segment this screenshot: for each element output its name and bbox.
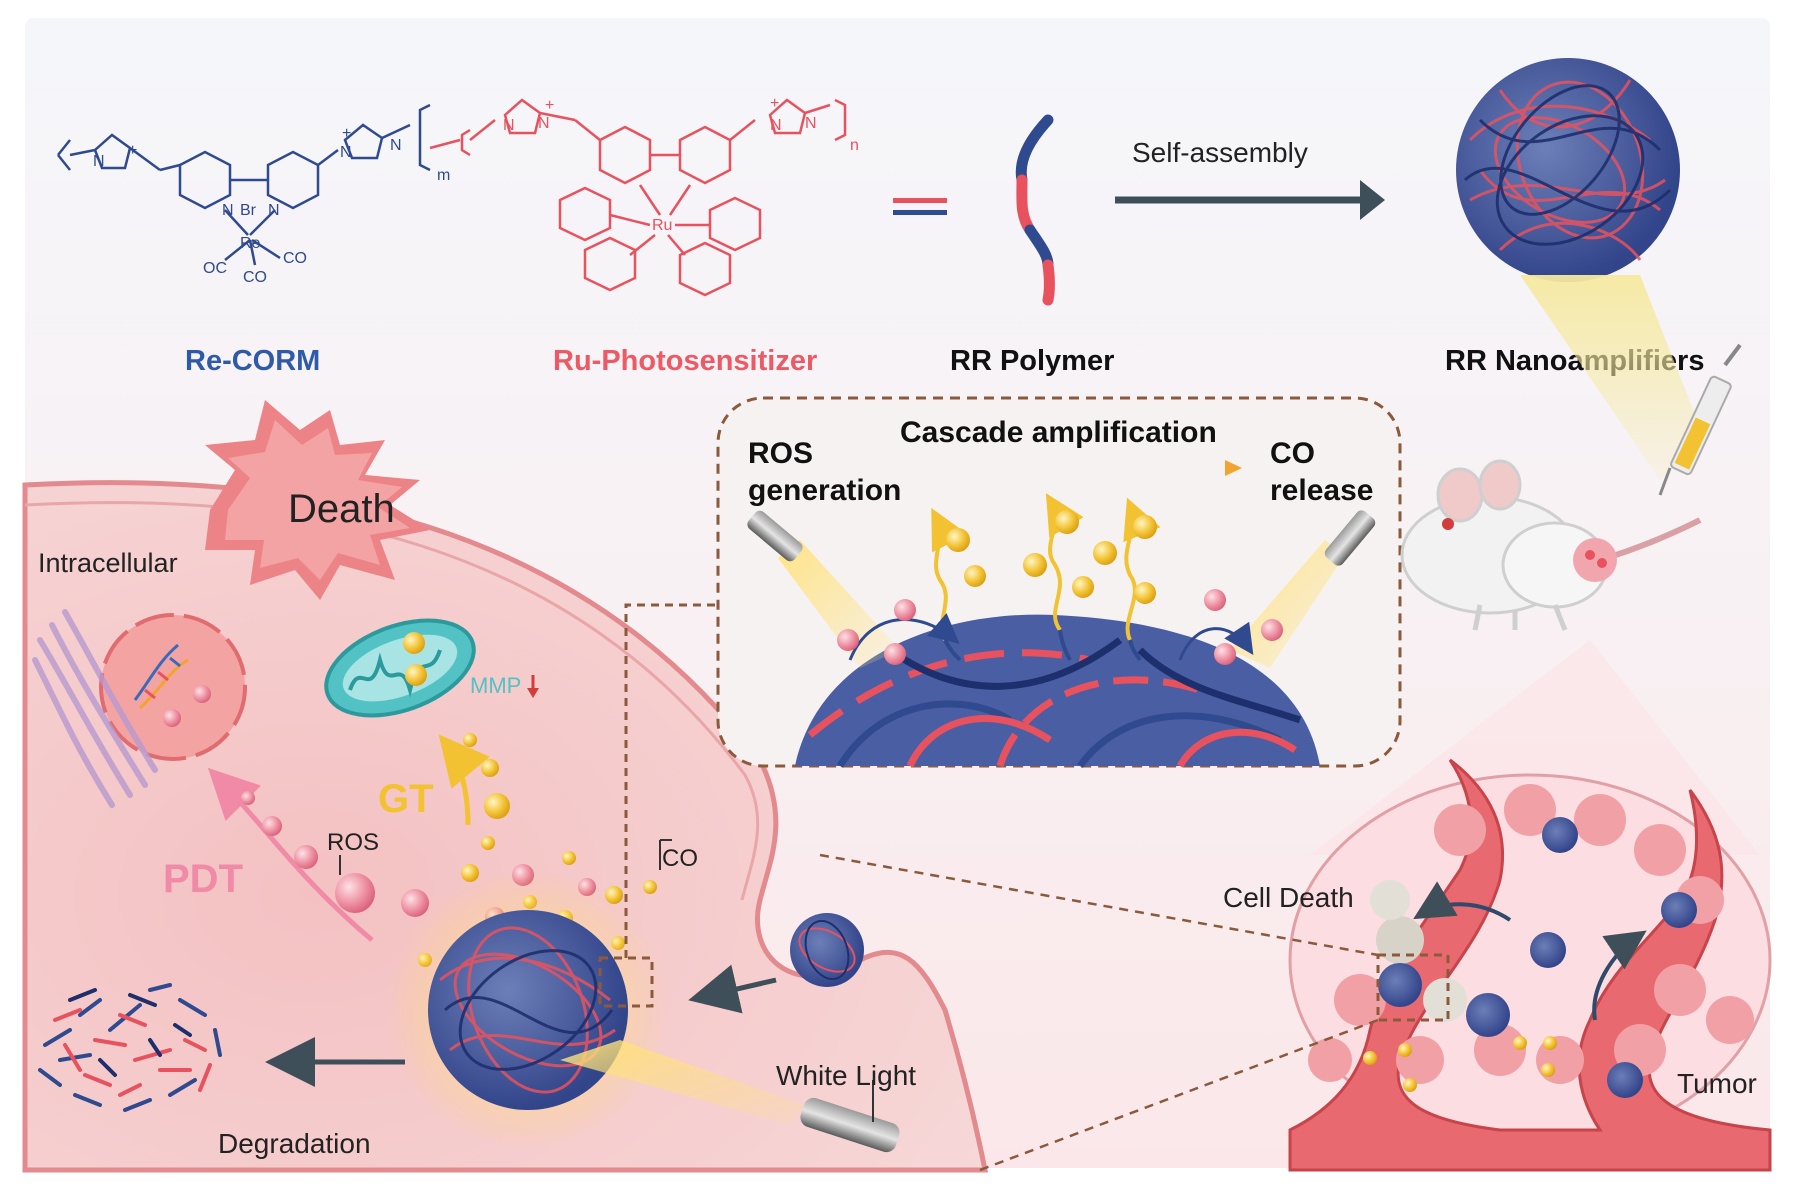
cell-region bbox=[22, 480, 989, 1173]
self-assembly-arrow: Self-assembly bbox=[1115, 137, 1385, 220]
injection-cone bbox=[1520, 275, 1705, 480]
ru-atom-labels: N + N N + N Ru n bbox=[503, 95, 859, 234]
co-release-label-2: release bbox=[1270, 474, 1373, 507]
zoom-box bbox=[598, 956, 654, 1008]
degraded-fragments bbox=[38, 983, 222, 1112]
atom-n: N bbox=[805, 115, 817, 132]
co-balls bbox=[946, 510, 1157, 604]
death-label: Death bbox=[288, 487, 395, 531]
rr-polymer-strand bbox=[1015, 114, 1055, 306]
atom-co2: CO bbox=[243, 269, 267, 286]
atom-n2: N bbox=[268, 202, 280, 219]
atom-plus: + bbox=[128, 142, 137, 159]
subscript-m: m bbox=[437, 167, 450, 184]
particle-surface bbox=[795, 614, 1320, 766]
atom-ru: Ru bbox=[652, 217, 672, 234]
atom-n: N bbox=[340, 144, 352, 161]
atom-n: N bbox=[538, 115, 550, 132]
pdt-label: PDT bbox=[163, 857, 243, 901]
light-beam bbox=[560, 1040, 805, 1125]
ros-generation-label-2: generation bbox=[748, 474, 901, 507]
atom-plus: + bbox=[770, 95, 779, 112]
atom-plus: + bbox=[342, 125, 351, 142]
dna-icon bbox=[133, 643, 189, 710]
cascade-arrow-head bbox=[1225, 460, 1242, 476]
tumor-cells bbox=[1308, 784, 1754, 1084]
white-light-label: White Light bbox=[776, 1060, 916, 1091]
laser-left bbox=[747, 510, 900, 668]
atom-n: N bbox=[390, 137, 402, 154]
ros-balls bbox=[837, 589, 1283, 665]
zoom-connector bbox=[624, 603, 718, 958]
polymer-chains bbox=[807, 637, 1302, 769]
pdt-arrow bbox=[207, 767, 374, 942]
atom-oc: OC bbox=[203, 260, 227, 277]
gt-label: GT bbox=[378, 777, 434, 821]
atom-re: Re bbox=[240, 235, 261, 252]
co-release-label-1: CO bbox=[1270, 437, 1315, 470]
cascade-amplification-label: Cascade amplification bbox=[900, 416, 1217, 449]
mitochondrion bbox=[324, 618, 476, 718]
nanoparticle-incoming bbox=[790, 913, 864, 987]
ros-generation-label-1: ROS bbox=[748, 437, 813, 470]
atom-n: N bbox=[770, 117, 782, 134]
tumor-zoom-lines bbox=[819, 853, 1379, 1172]
light-rod bbox=[800, 1097, 900, 1153]
tumor-arrows bbox=[1413, 881, 1647, 1021]
re-atom-labels: N + N + N N Br N Re OC CO CO m bbox=[93, 125, 450, 286]
intracellular-label: Intracellular bbox=[38, 548, 178, 578]
rr-polymer-label: RR Polymer bbox=[950, 345, 1114, 377]
cell-death-label: Cell Death bbox=[1223, 882, 1354, 913]
chemical-structure: N + N + N N Br N Re OC CO CO m N + N N +… bbox=[57, 95, 859, 297]
self-assembly-label: Self-assembly bbox=[1132, 137, 1308, 168]
re-corm-label: Re-CORM bbox=[185, 345, 320, 377]
cascade-panel: ROS generation CO release Cascade amplif… bbox=[716, 396, 1402, 769]
mouse bbox=[1400, 459, 1702, 631]
atom-co1: CO bbox=[283, 250, 307, 267]
atom-br: Br bbox=[240, 202, 257, 219]
death-burst: Death bbox=[205, 400, 430, 600]
syringe bbox=[1658, 343, 1742, 496]
subscript-n: n bbox=[850, 137, 859, 154]
atom-n1: N bbox=[222, 202, 234, 219]
tumor-zoom-box bbox=[1376, 953, 1450, 1022]
re-corm-structure bbox=[57, 103, 431, 266]
tumor-nanoparticles bbox=[1378, 817, 1697, 1098]
endoplasmic-reticulum bbox=[32, 609, 158, 808]
nanoparticle-in-cell bbox=[428, 910, 628, 1110]
gt-arrow bbox=[438, 734, 490, 826]
atom-plus: + bbox=[545, 97, 554, 114]
atom-n: N bbox=[93, 153, 105, 170]
tumor-co-dots bbox=[1363, 1036, 1557, 1092]
ros-arcs bbox=[848, 612, 1254, 661]
ros-label: ROS bbox=[327, 829, 379, 856]
degradation-label: Degradation bbox=[218, 1128, 371, 1159]
nucleus bbox=[99, 613, 247, 761]
nanoamplifier-sphere-top bbox=[1456, 58, 1680, 282]
laser-right bbox=[1230, 510, 1376, 668]
mmp-label: MMP bbox=[470, 673, 521, 698]
ru-ps-structure bbox=[429, 98, 847, 297]
co-label: CO bbox=[662, 845, 698, 872]
ru-photosensitizer-label: Ru-Photosensitizer bbox=[553, 345, 817, 377]
tumor-label: Tumor bbox=[1677, 1068, 1757, 1099]
atom-n: N bbox=[503, 117, 515, 134]
uptake-arrow bbox=[688, 964, 777, 1014]
down-arrow-icon bbox=[527, 675, 539, 698]
equals-sign bbox=[893, 198, 947, 215]
